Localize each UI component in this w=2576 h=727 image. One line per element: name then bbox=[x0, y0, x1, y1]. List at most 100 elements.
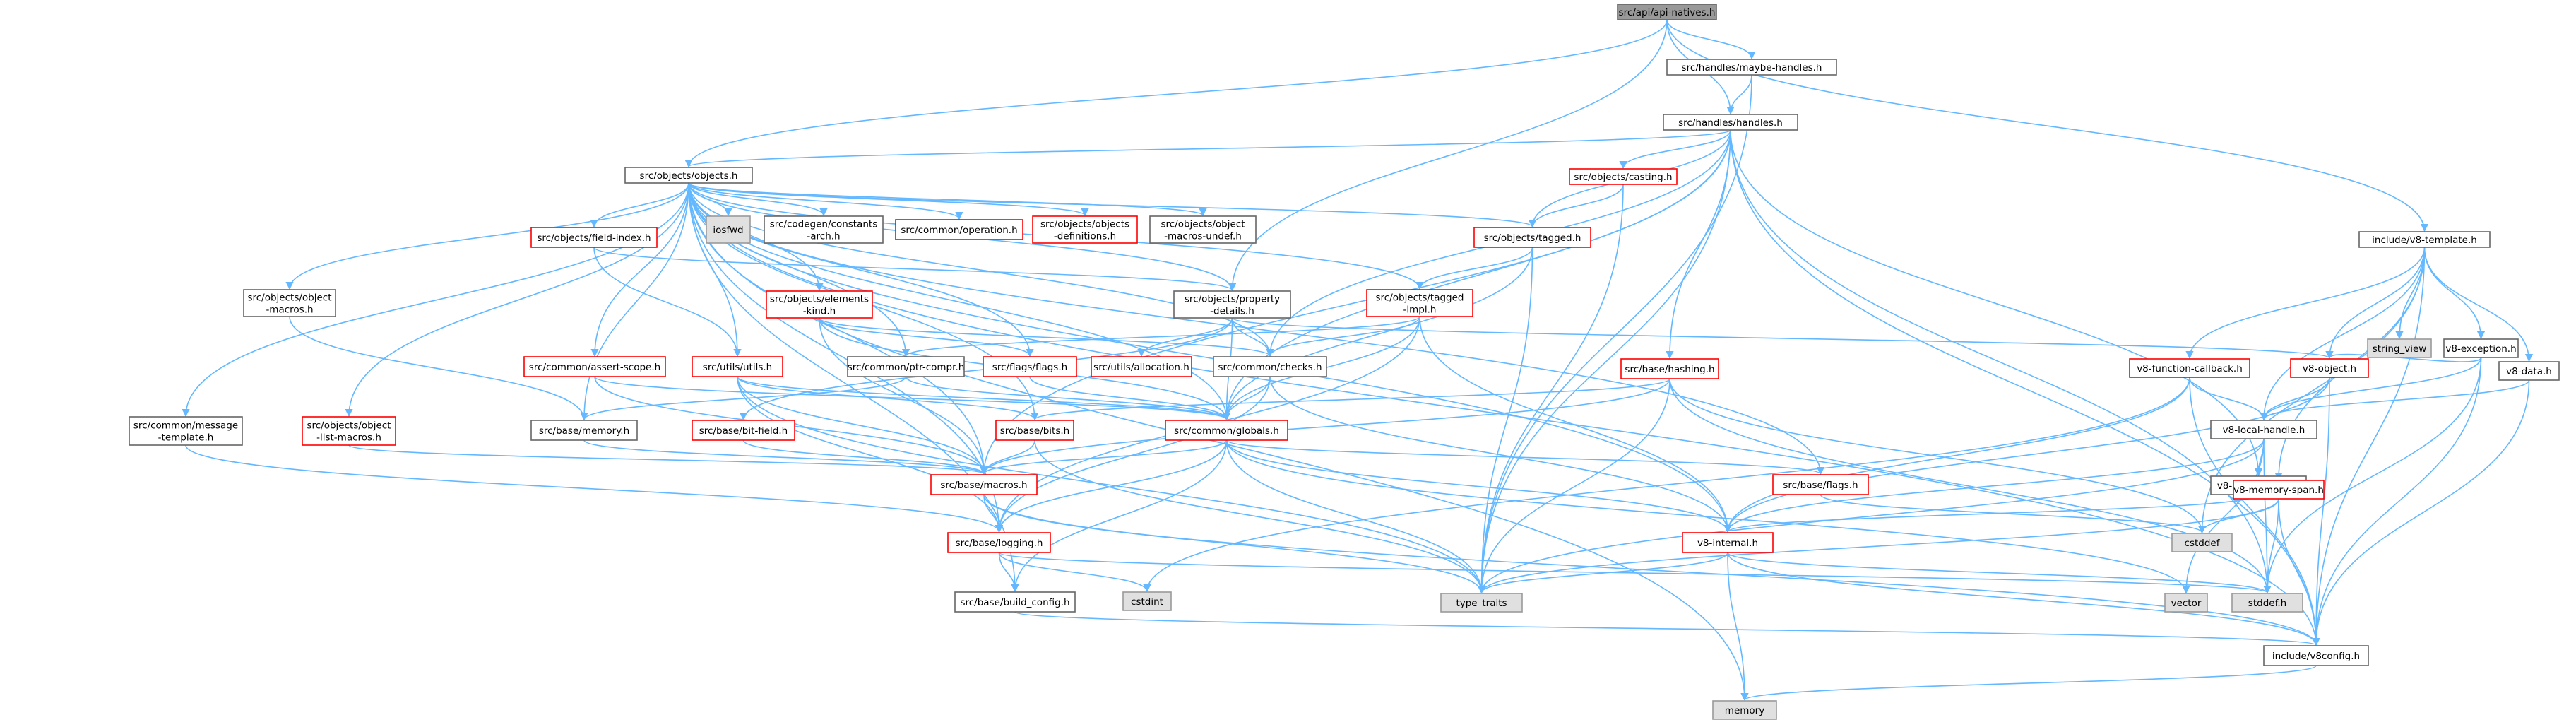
node-checks[interactable]: src/common/checks.h bbox=[1213, 356, 1327, 377]
edge-utils-to-type_traits bbox=[737, 376, 1486, 594]
edge-globals-to-logging bbox=[995, 439, 1228, 533]
edge-api_natives-to-maybe_handles bbox=[1666, 19, 1756, 60]
node-box bbox=[1712, 700, 1777, 720]
node-box bbox=[1473, 227, 1591, 248]
edge-objects-to-operation bbox=[688, 182, 963, 220]
node-box bbox=[1440, 593, 1523, 613]
node-label: -macros-undef.h bbox=[1164, 231, 1242, 242]
node-box bbox=[692, 420, 795, 441]
node-vector[interactable]: vector bbox=[2164, 593, 2208, 613]
node-property-details[interactable]: src/objects/property-details.h bbox=[1173, 290, 1291, 319]
node-casting[interactable]: src/objects/casting.h bbox=[1569, 168, 1678, 185]
node-assert-scope[interactable]: src/common/assert-scope.h bbox=[523, 356, 666, 377]
edge-v8_internal-to-stddef bbox=[1727, 552, 2272, 594]
node-macros[interactable]: src/base/macros.h bbox=[930, 474, 1038, 495]
node-v8-template[interactable]: include/v8-template.h bbox=[2358, 231, 2491, 248]
node-label: -details.h bbox=[1210, 306, 1254, 317]
edge-checks-to-globals bbox=[1222, 376, 1271, 421]
node-constants-arch[interactable]: src/codegen/constants-arch.h bbox=[764, 215, 884, 244]
node-label: -macros.h bbox=[266, 305, 313, 316]
edge-field_index-to-utils bbox=[593, 247, 742, 357]
node-elements-kind[interactable]: src/objects/elements-kind.h bbox=[766, 290, 873, 319]
node-utils[interactable]: src/utils/utils.h bbox=[692, 356, 783, 377]
node-message-template[interactable]: src/common/message-template.h bbox=[129, 416, 243, 446]
node-base-flags[interactable]: src/base/flags.h bbox=[1772, 474, 1869, 495]
node-box bbox=[2210, 420, 2317, 439]
node-v8-memory-span[interactable]: v8-memory-span.h bbox=[2233, 480, 2325, 500]
node-box bbox=[1682, 532, 1774, 553]
node-label: memory bbox=[1725, 705, 1764, 716]
node-cstddef[interactable]: cstddef bbox=[2171, 533, 2233, 552]
edge-globals-to-build_config bbox=[1011, 439, 1228, 593]
edge-build_config-to-v8config bbox=[1014, 611, 2320, 646]
node-box bbox=[895, 219, 1023, 240]
node-v8-local-handle[interactable]: v8-local-handle.h bbox=[2210, 420, 2317, 439]
node-v8-data[interactable]: v8-data.h bbox=[2498, 361, 2560, 381]
edge-v8_template-to-string_view bbox=[2395, 247, 2426, 340]
node-box bbox=[530, 420, 638, 441]
node-object-macros[interactable]: src/objects/object-macros.h bbox=[243, 289, 336, 317]
node-api-natives[interactable]: src/api/api-natives.h bbox=[1617, 4, 1717, 20]
node-label: src/flags/flags.h bbox=[992, 362, 1067, 373]
edge-handles-to-type_traits bbox=[1477, 129, 1731, 594]
edge-tagged_impl-to-checks bbox=[1266, 316, 1420, 357]
edge-globals-to-v8_internal bbox=[1225, 439, 1732, 533]
edge-handles-to-v8_handle_base bbox=[1730, 129, 2263, 477]
edge-elements_kind-to-checks bbox=[819, 317, 1274, 357]
node-tagged-impl[interactable]: src/objects/tagged-impl.h bbox=[1366, 289, 1473, 317]
node-field-index[interactable]: src/objects/field-index.h bbox=[530, 227, 658, 248]
node-objects-definitions[interactable]: src/objects/objects-definitions.h bbox=[1032, 215, 1138, 244]
node-logging[interactable]: src/base/logging.h bbox=[947, 532, 1051, 553]
edge-assert_scope-to-globals bbox=[594, 376, 1230, 421]
node-v8-exception[interactable]: v8-exception.h bbox=[2443, 338, 2519, 358]
node-box bbox=[2498, 361, 2560, 381]
node-v8config[interactable]: include/v8config.h bbox=[2263, 645, 2369, 666]
node-object-list-macros[interactable]: src/objects/object-list-macros.h bbox=[302, 416, 396, 446]
node-object-macros-undef[interactable]: src/objects/object-macros-undef.h bbox=[1149, 215, 1257, 244]
node-objects[interactable]: src/objects/objects.h bbox=[624, 167, 753, 184]
node-tagged[interactable]: src/objects/tagged.h bbox=[1473, 227, 1591, 248]
node-label: src/objects/casting.h bbox=[1574, 172, 1672, 183]
node-box bbox=[2164, 593, 2208, 613]
node-cstdint[interactable]: cstdint bbox=[1122, 591, 1172, 611]
edge-objects-to-object_list_macros bbox=[345, 182, 689, 418]
node-bit-field[interactable]: src/base/bit-field.h bbox=[692, 420, 795, 441]
node-hashing[interactable]: src/base/hashing.h bbox=[1620, 358, 1719, 379]
node-label: src/codegen/constants bbox=[770, 219, 878, 230]
node-label: src/base/logging.h bbox=[956, 538, 1043, 549]
node-flags[interactable]: src/flags/flags.h bbox=[983, 356, 1077, 377]
node-v8-function-callback[interactable]: v8-function-callback.h bbox=[2129, 358, 2250, 378]
node-globals[interactable]: src/common/globals.h bbox=[1165, 420, 1288, 441]
node-box bbox=[1366, 289, 1473, 317]
node-iosfwd[interactable]: iosfwd bbox=[706, 215, 751, 244]
node-v8-object[interactable]: v8-object.h bbox=[2290, 358, 2369, 378]
node-box bbox=[1569, 168, 1678, 185]
node-label: cstdint bbox=[1131, 596, 1163, 608]
node-maybe-handles[interactable]: src/handles/maybe-handles.h bbox=[1666, 59, 1837, 76]
node-type-traits[interactable]: type_traits bbox=[1440, 593, 1523, 613]
node-handles[interactable]: src/handles/handles.h bbox=[1663, 114, 1798, 131]
node-label: -impl.h bbox=[1403, 305, 1437, 316]
node-ptr-compr[interactable]: src/common/ptr-compr.h bbox=[847, 356, 965, 377]
node-box bbox=[1173, 290, 1291, 319]
node-operation[interactable]: src/common/operation.h bbox=[895, 219, 1023, 240]
node-memory[interactable]: memory bbox=[1712, 700, 1777, 720]
edge-maybe_handles-to-type_traits bbox=[1477, 74, 1752, 594]
edge-objects-to-object_macros bbox=[285, 182, 689, 290]
node-bits[interactable]: src/base/bits.h bbox=[995, 420, 1074, 441]
node-label: vector bbox=[2171, 598, 2202, 609]
node-allocation[interactable]: src/utils/allocation.h bbox=[1091, 356, 1192, 377]
node-v8-internal[interactable]: v8-internal.h bbox=[1682, 532, 1774, 553]
node-string-view[interactable]: string_view bbox=[2367, 338, 2432, 358]
node-label: src/base/build_config.h bbox=[960, 597, 1069, 608]
edge-objects-to-memory bbox=[688, 182, 1749, 702]
edge-v8_local_handle-to-type_traits bbox=[1478, 438, 2265, 594]
node-memory-h[interactable]: src/base/memory.h bbox=[530, 420, 638, 441]
edge-objects-to-constants_arch bbox=[688, 182, 828, 217]
edge-object_list_macros-to-macros bbox=[348, 444, 988, 475]
node-stddef[interactable]: stddef.h bbox=[2231, 593, 2303, 613]
edge-v8_internal-to-memory bbox=[1727, 552, 1749, 702]
node-build-config[interactable]: src/base/build_config.h bbox=[954, 591, 1076, 613]
node-box bbox=[1666, 59, 1837, 76]
